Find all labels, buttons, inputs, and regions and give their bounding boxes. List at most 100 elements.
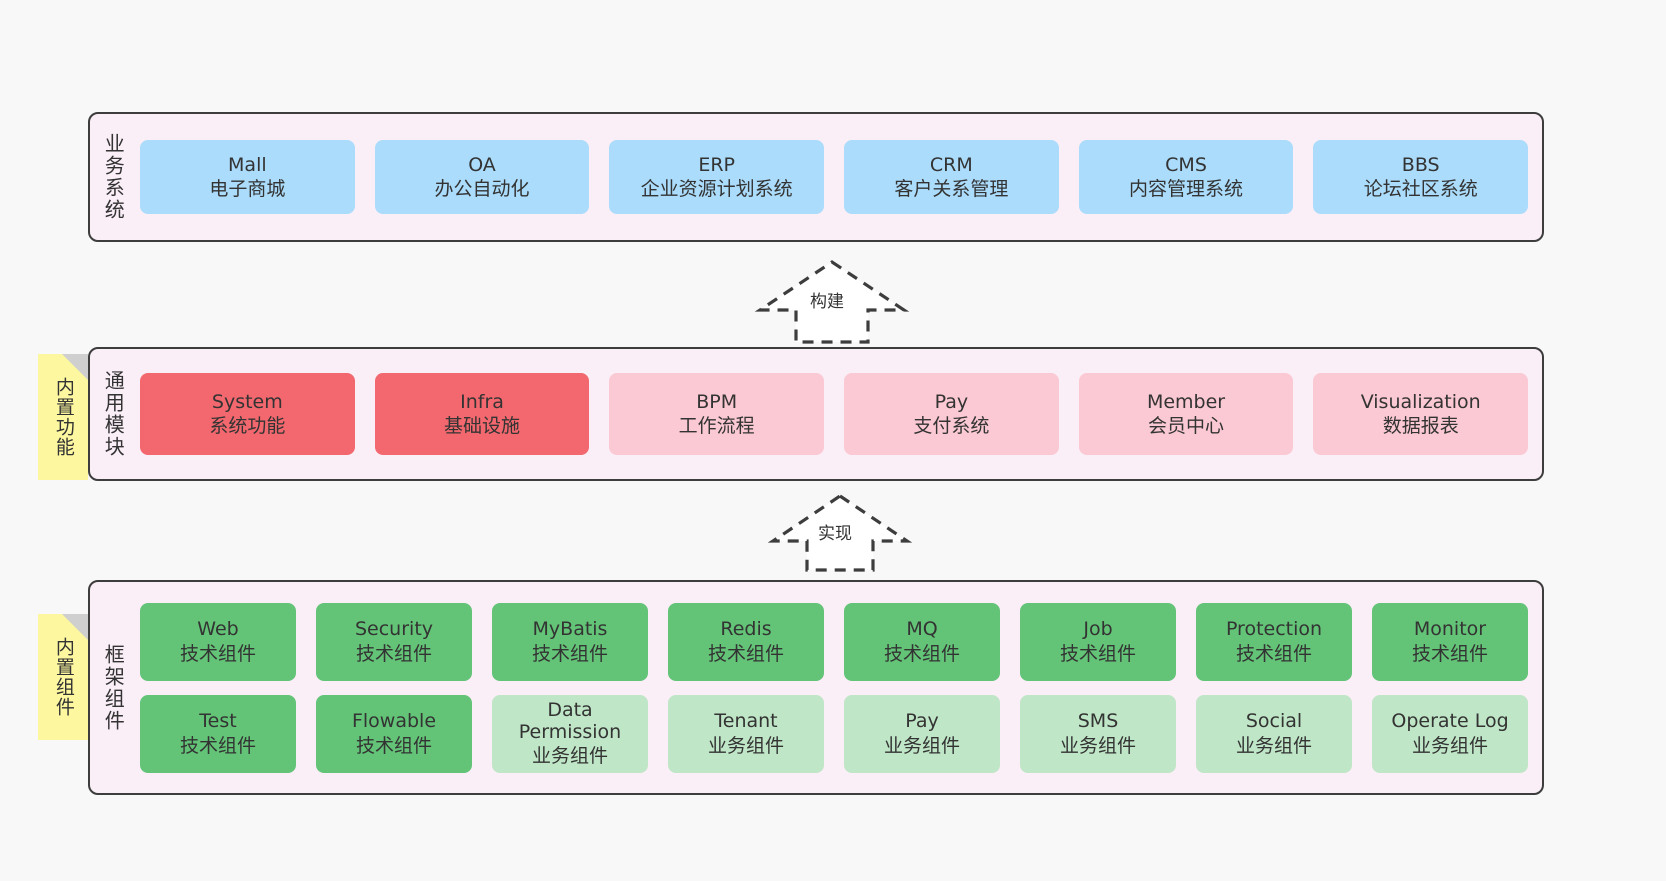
card-row: Web 技术组件 Security 技术组件 MyBatis 技术组件 Redi…	[140, 602, 1528, 681]
card-title: MyBatis	[532, 618, 608, 641]
card-member[interactable]: Member 会员中心	[1078, 373, 1294, 455]
card-subtitle: 业务组件	[707, 734, 784, 757]
card-title: System	[211, 390, 283, 413]
card-title: Data Permission	[518, 698, 622, 744]
card-protection[interactable]: Protection 技术组件	[1196, 602, 1352, 681]
card-bpm[interactable]: BPM 工作流程	[609, 373, 825, 455]
card-subtitle: 技术组件	[531, 642, 608, 665]
card-subtitle: 系统功能	[209, 415, 286, 437]
card-title: BBS	[1401, 153, 1440, 176]
card-row: System 系统功能 Infra 基础设施 BPM 工作流程 Pay 支付系统…	[140, 373, 1529, 455]
card-mybatis[interactable]: MyBatis 技术组件	[492, 602, 648, 681]
card-cms[interactable]: CMS 内容管理系统	[1078, 140, 1294, 214]
card-subtitle: 工作流程	[678, 415, 755, 437]
section-framework-component: 框架组件 Web 技术组件 Security 技术组件 MyBatis 技术组件…	[88, 580, 1544, 795]
card-subtitle: 技术组件	[707, 642, 784, 665]
sticky-note-label: 内置功能	[52, 377, 75, 457]
card-subtitle: 技术组件	[883, 642, 960, 665]
card-title: Operate Log	[1391, 710, 1509, 733]
card-title: ERP	[698, 153, 736, 176]
card-row: Test 技术组件 Flowable 技术组件 Data Permission …	[140, 694, 1528, 773]
card-job[interactable]: Job 技术组件	[1020, 602, 1176, 681]
card-monitor[interactable]: Monitor 技术组件	[1372, 602, 1528, 681]
note-fold-corner-icon	[62, 614, 88, 640]
card-subtitle: 技术组件	[179, 642, 256, 665]
card-subtitle: 客户关系管理	[894, 178, 1009, 200]
card-title: Web	[197, 618, 239, 641]
card-title: BPM	[696, 390, 738, 413]
card-title: Redis	[720, 618, 772, 641]
card-oa[interactable]: OA 办公自动化	[374, 140, 590, 214]
card-crm[interactable]: CRM 客户关系管理	[844, 140, 1059, 214]
section-label-business-system: 业务系统	[101, 133, 126, 221]
dashed-hollow-arrow-up-icon	[754, 260, 910, 344]
section-body-framework-component: Web 技术组件 Security 技术组件 MyBatis 技术组件 Redi…	[136, 582, 1542, 793]
card-title: Protection	[1225, 618, 1323, 641]
card-title: Infra	[460, 390, 504, 413]
card-flowable[interactable]: Flowable 技术组件	[316, 694, 472, 773]
card-pay[interactable]: Pay 支付系统	[844, 373, 1059, 455]
card-subtitle: 技术组件	[355, 642, 432, 665]
card-data-permission[interactable]: Data Permission 业务组件	[492, 694, 648, 773]
sticky-note-builtin-function: 内置功能	[38, 354, 88, 480]
section-label-common-module: 通用模块	[101, 370, 126, 458]
card-subtitle: 会员中心	[1148, 415, 1225, 437]
note-fold-corner-icon	[62, 354, 88, 380]
section-common-module: 通用模块 System 系统功能 Infra 基础设施 BPM 工作流程 Pay…	[88, 347, 1544, 481]
card-subtitle: 内容管理系统	[1129, 178, 1244, 200]
sticky-note-builtin-component: 内置组件	[38, 614, 88, 740]
card-title: Member	[1146, 390, 1226, 413]
card-title: Pay	[934, 390, 969, 413]
card-title: Monitor	[1413, 618, 1487, 641]
card-mq[interactable]: MQ 技术组件	[844, 602, 1000, 681]
card-system[interactable]: System 系统功能	[140, 373, 355, 455]
card-subtitle: 业务组件	[531, 745, 608, 768]
card-title: Job	[1083, 618, 1113, 641]
card-infra[interactable]: Infra 基础设施	[374, 373, 590, 455]
card-tenant[interactable]: Tenant 业务组件	[668, 694, 824, 773]
card-operate-log[interactable]: Operate Log 业务组件	[1372, 694, 1528, 773]
card-subtitle: 业务组件	[1235, 734, 1312, 757]
card-test[interactable]: Test 技术组件	[140, 694, 296, 773]
card-title: CRM	[929, 153, 973, 176]
card-mall[interactable]: Mall 电子商城	[140, 140, 355, 214]
card-title: Social	[1245, 710, 1303, 733]
card-subtitle: 数据报表	[1382, 415, 1459, 437]
section-business-system: 业务系统 Mall 电子商城 OA 办公自动化 ERP 企业资源计划系统 CRM…	[88, 112, 1544, 242]
card-web[interactable]: Web 技术组件	[140, 602, 296, 681]
card-title: Mall	[228, 153, 267, 176]
card-title: Tenant	[714, 710, 778, 733]
card-social[interactable]: Social 业务组件	[1196, 694, 1352, 773]
card-subtitle: 业务组件	[883, 734, 960, 757]
connector-implement: 实现	[766, 492, 914, 574]
connector-build: 构建	[752, 258, 912, 346]
dashed-hollow-arrow-up-icon	[767, 494, 913, 572]
card-subtitle: 支付系统	[913, 415, 990, 437]
card-visualization[interactable]: Visualization 数据报表	[1313, 373, 1529, 455]
card-title: CMS	[1165, 153, 1207, 176]
connector-build-label: 构建	[810, 292, 844, 312]
card-title: SMS	[1077, 710, 1119, 733]
card-title: Security	[354, 618, 434, 641]
card-subtitle: 技术组件	[179, 734, 256, 757]
card-title: Visualization	[1360, 390, 1481, 413]
card-subtitle: 技术组件	[1235, 642, 1312, 665]
card-security[interactable]: Security 技术组件	[316, 602, 472, 681]
card-pay-business[interactable]: Pay 业务组件	[844, 694, 1000, 773]
card-subtitle: 论坛社区系统	[1363, 178, 1478, 200]
card-subtitle: 技术组件	[355, 734, 432, 757]
card-title: Test	[199, 710, 237, 733]
section-body-business-system: Mall 电子商城 OA 办公自动化 ERP 企业资源计划系统 CRM 客户关系…	[136, 114, 1542, 240]
card-title: Pay	[905, 710, 939, 733]
card-subtitle: 技术组件	[1411, 642, 1488, 665]
card-title: Flowable	[351, 710, 437, 733]
card-redis[interactable]: Redis 技术组件	[668, 602, 824, 681]
section-label-framework-component: 框架组件	[101, 643, 126, 732]
card-erp[interactable]: ERP 企业资源计划系统	[609, 140, 825, 214]
connector-implement-label: 实现	[818, 524, 852, 544]
card-subtitle: 基础设施	[444, 415, 521, 437]
section-body-common-module: System 系统功能 Infra 基础设施 BPM 工作流程 Pay 支付系统…	[136, 349, 1542, 479]
card-bbs[interactable]: BBS 论坛社区系统	[1313, 140, 1529, 214]
card-sms[interactable]: SMS 业务组件	[1020, 694, 1176, 773]
card-subtitle: 业务组件	[1059, 734, 1136, 757]
